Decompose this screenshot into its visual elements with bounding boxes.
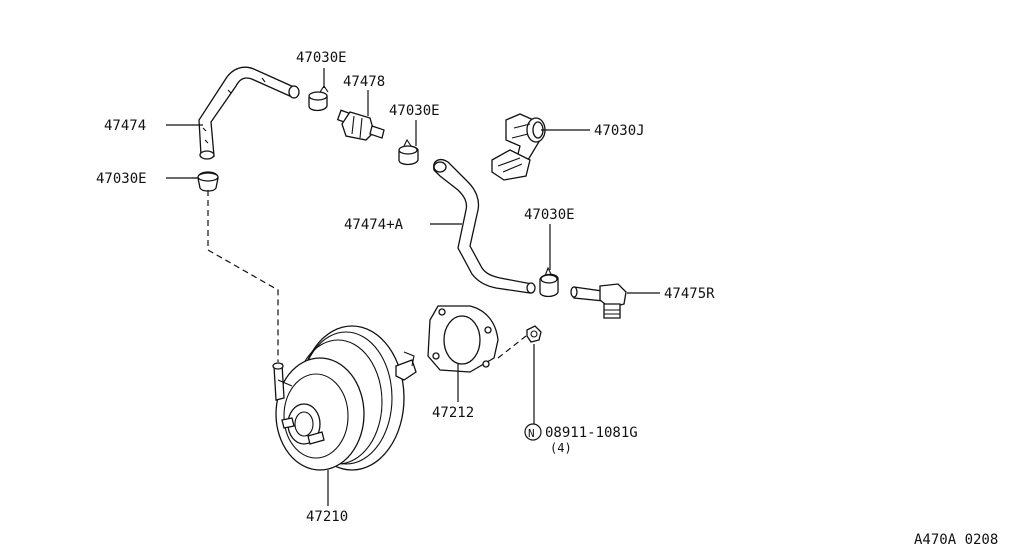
label-47030e-left: 47030E bbox=[96, 171, 147, 187]
clamp-right-part bbox=[539, 266, 559, 298]
vacuum-line-dashed bbox=[207, 190, 279, 362]
label-47212: 47212 bbox=[432, 405, 474, 421]
upper-hose-part bbox=[198, 66, 300, 160]
nut-symbol-circle bbox=[524, 423, 542, 441]
connector-part bbox=[570, 283, 627, 319]
nut-part bbox=[526, 325, 542, 343]
clamp-top-part bbox=[308, 85, 329, 112]
hose-a-part bbox=[433, 159, 536, 294]
label-47030j: 47030J bbox=[594, 123, 645, 139]
check-valve-part bbox=[336, 109, 385, 141]
label-nut-qty: (4) bbox=[550, 441, 572, 455]
label-47478: 47478 bbox=[343, 74, 385, 90]
nut-symbol-letter: N bbox=[528, 427, 535, 440]
clip-part bbox=[491, 113, 546, 181]
label-nut-code: 08911-1081G bbox=[545, 425, 638, 441]
label-47030e-mid: 47030E bbox=[389, 103, 440, 119]
label-47030e-right: 47030E bbox=[524, 207, 575, 223]
clamp-mid-part bbox=[398, 138, 419, 166]
gasket-part bbox=[427, 305, 499, 373]
label-47475r: 47475R bbox=[664, 286, 715, 302]
label-47474-a: 47474+A bbox=[344, 217, 404, 233]
label-47030e-top: 47030E bbox=[296, 50, 347, 66]
leader-lines bbox=[166, 68, 660, 506]
label-47210: 47210 bbox=[306, 509, 348, 525]
label-47474: 47474 bbox=[104, 118, 146, 134]
clamp-left-part bbox=[192, 171, 219, 192]
nut-dashed-line bbox=[497, 335, 527, 359]
diagram-code: A470A 0208 bbox=[914, 532, 998, 548]
brake-booster-part bbox=[272, 325, 417, 471]
